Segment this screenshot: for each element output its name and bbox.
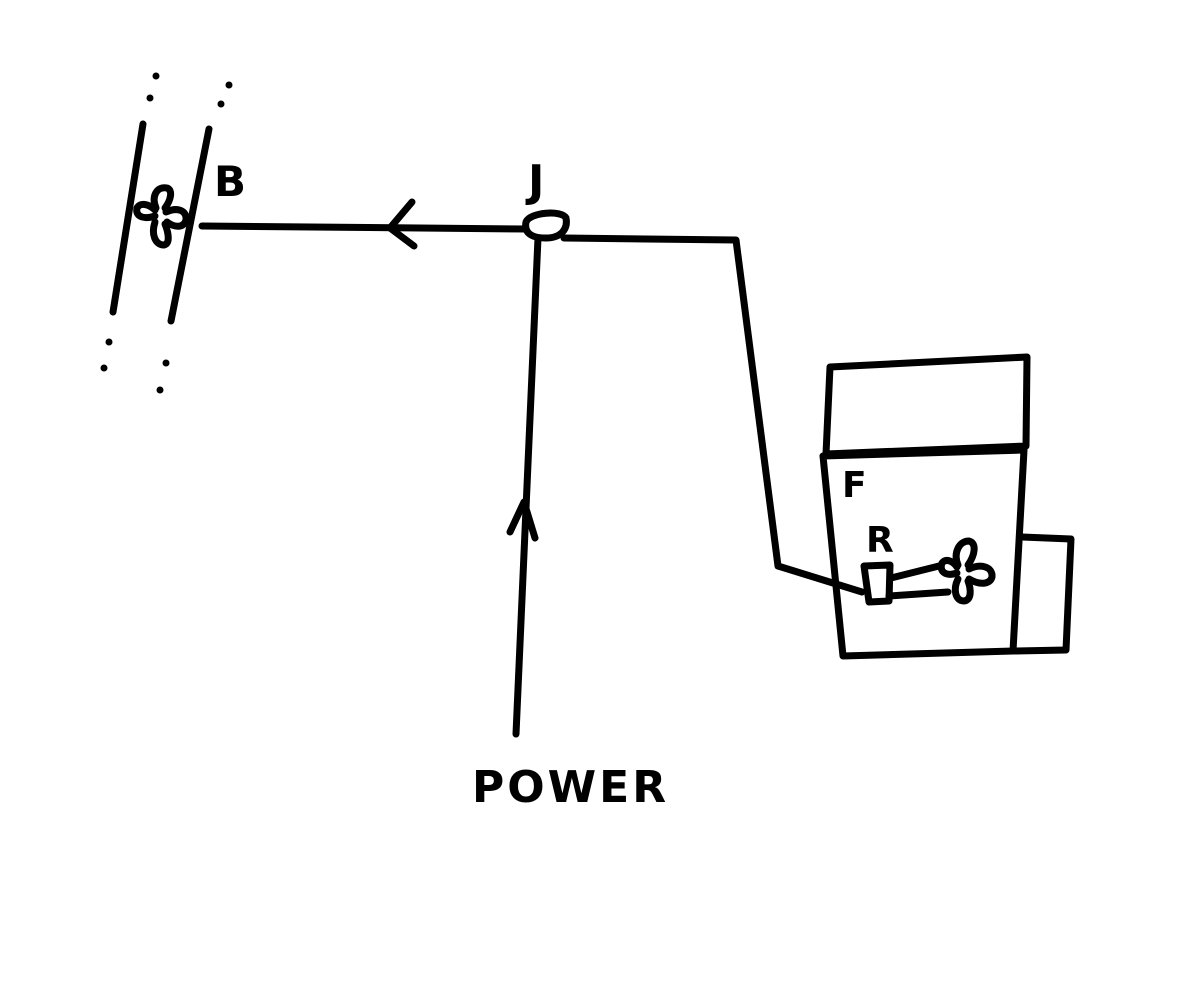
junction-node — [522, 209, 570, 242]
arrow-left-icon — [386, 198, 418, 250]
continuation-dot — [152, 72, 160, 80]
fan-blade-right — [162, 206, 190, 230]
continuation-dot — [100, 364, 108, 372]
building-side-box — [1010, 533, 1075, 655]
continuation-dot — [225, 81, 233, 89]
line-power-to-j — [512, 234, 542, 738]
power-line — [506, 234, 542, 738]
fan-blade-left — [133, 200, 159, 222]
arrow-up-icon — [506, 498, 539, 542]
line-j-to-f — [560, 234, 866, 596]
building-f — [819, 353, 1075, 660]
fan-icon — [937, 537, 996, 605]
label-building-f: F — [842, 465, 867, 506]
fan-blade-bottom — [951, 575, 974, 605]
continuation-dot — [146, 94, 154, 102]
receiver-to-fan-link — [885, 562, 952, 600]
fan-blade-left — [937, 557, 961, 578]
tower-b — [100, 72, 233, 394]
connector-j-to-b — [198, 198, 530, 250]
receiver-box — [860, 561, 894, 606]
fan-blade-bottom — [149, 218, 172, 249]
continuation-dot — [217, 100, 225, 108]
tower-left-rail — [109, 120, 147, 316]
continuation-dot — [162, 359, 170, 367]
building-upper-box — [822, 353, 1031, 458]
continuation-dot — [105, 338, 113, 346]
label-junction-j: J — [525, 156, 544, 207]
fan-blade-right — [965, 562, 996, 587]
tower-right-rail — [167, 125, 213, 325]
fan-blade-top — [952, 537, 978, 569]
fan-icon — [133, 184, 190, 249]
connector-j-to-f — [560, 234, 866, 596]
continuation-dot — [156, 386, 164, 394]
fan-blade-top — [150, 184, 175, 212]
receiver-r — [860, 561, 952, 606]
junction-j — [522, 209, 570, 242]
label-receiver-r: R — [866, 520, 894, 561]
line-j-to-b — [198, 222, 530, 233]
label-tower-b: B — [214, 157, 246, 206]
label-power: POWER — [472, 762, 669, 813]
